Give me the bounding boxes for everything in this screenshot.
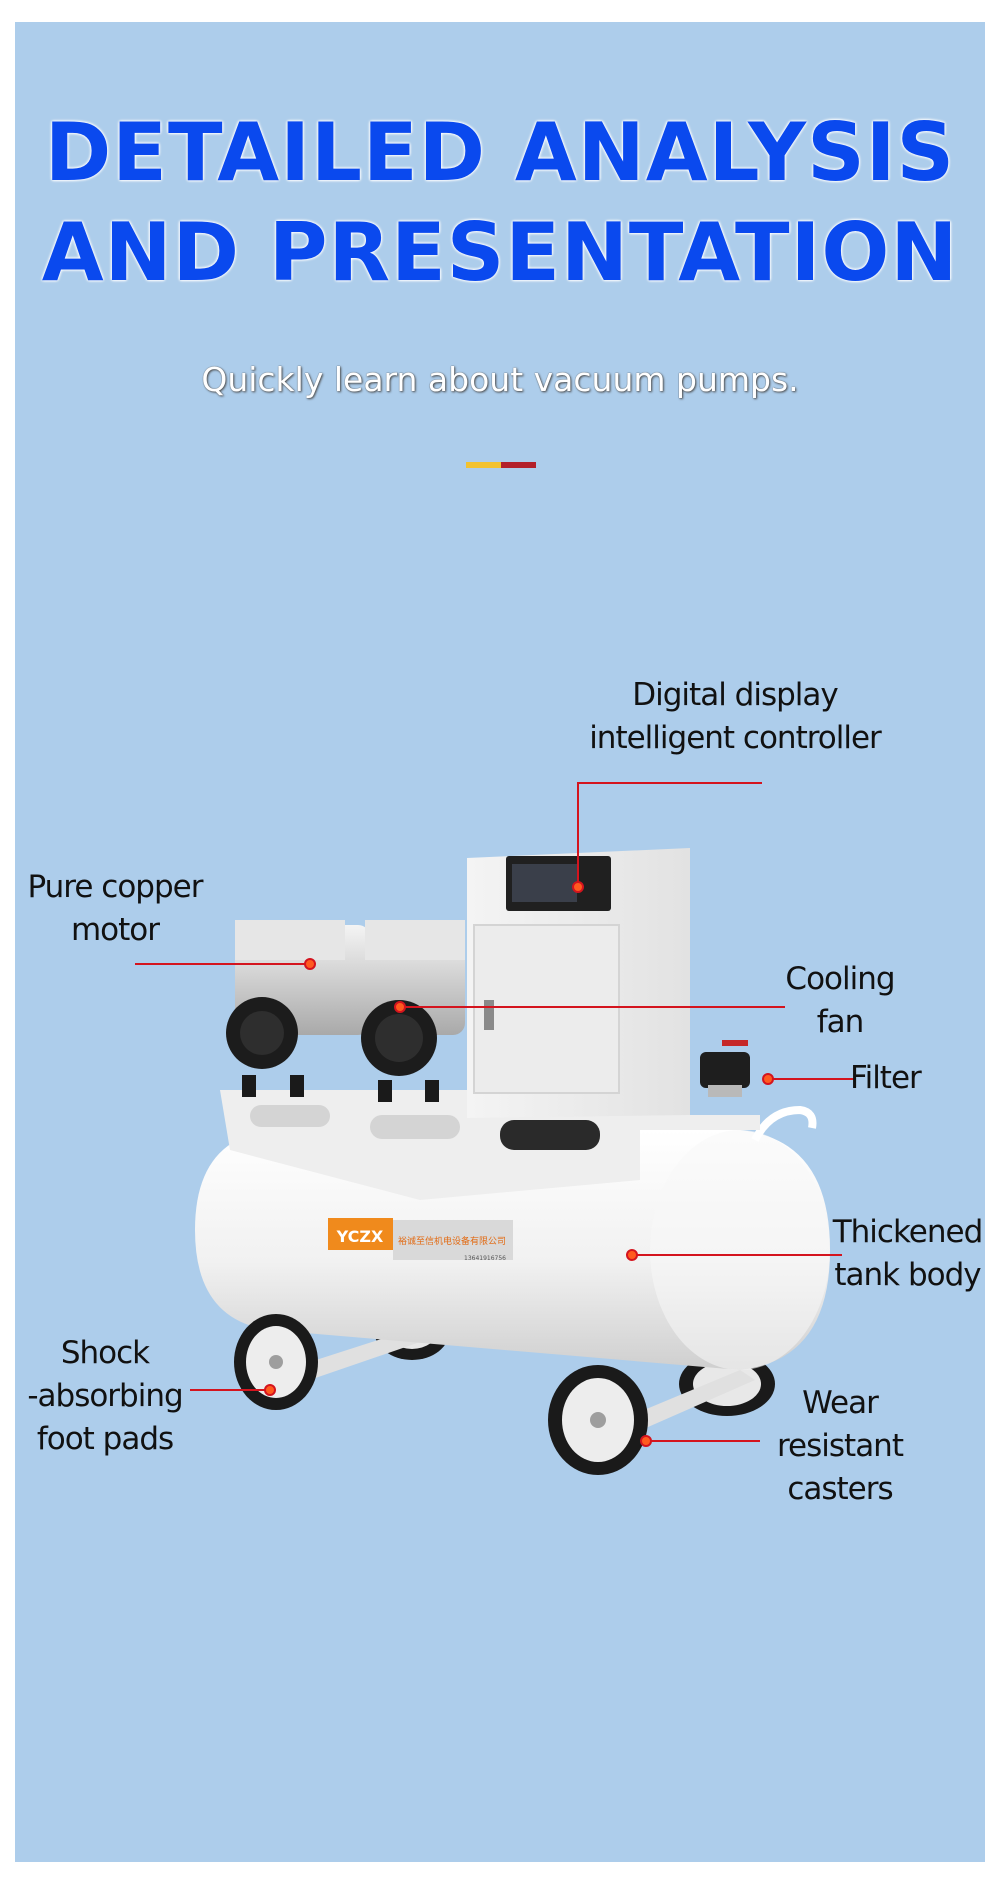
page-subtitle: Quickly learn about vacuum pumps. <box>201 360 799 399</box>
motor-right <box>361 920 465 1102</box>
callout-dot-motor <box>304 958 316 970</box>
callout-fan-line-2: fan <box>816 1004 865 1040</box>
callout-filter: Filter <box>850 1057 960 1100</box>
callout-dots <box>264 881 774 1447</box>
callout-casters-line-3: casters <box>787 1471 893 1507</box>
callout-motor: Pure copper motor <box>15 866 215 952</box>
callout-filter-line-1: Filter <box>850 1060 922 1096</box>
filter-unit <box>700 1040 750 1097</box>
callout-dot-casters <box>640 1435 652 1447</box>
callout-dot-tank <box>626 1249 638 1261</box>
callout-lines <box>135 782 855 1442</box>
callout-controller-line-2: intelligent controller <box>589 720 882 756</box>
callout-pads-line-1: Shock <box>60 1335 150 1371</box>
callout-controller-line-1: Digital display <box>632 677 838 713</box>
callout-controller: Digital display intelligent controller <box>560 674 910 760</box>
callout-dot-fan <box>394 1001 406 1013</box>
callout-fan: Cooling fan <box>765 958 915 1044</box>
callout-dot-controller <box>572 881 584 893</box>
front-wheel-left <box>234 1314 318 1410</box>
page-title-line-2: AND PRESENTATION <box>41 206 959 299</box>
callout-casters: Wear resistant casters <box>765 1382 915 1511</box>
callout-dot-filter <box>762 1073 774 1085</box>
callout-tank: Thickened tank body <box>825 1211 990 1297</box>
brand-plate: YCZX 裕诚至信机电设备有限公司 13641916756 <box>328 1218 513 1262</box>
callout-dot-pads <box>264 1384 276 1396</box>
callout-tank-line-2: tank body <box>834 1257 981 1293</box>
front-wheel-right <box>548 1365 648 1475</box>
page-title-line-1: DETAILED ANALYSIS <box>44 106 956 199</box>
callout-casters-line-1: Wear <box>802 1385 879 1421</box>
accent-bar-red <box>501 462 536 468</box>
svg-text:裕诚至信机电设备有限公司: 裕诚至信机电设备有限公司 <box>398 1235 506 1247</box>
callout-tank-line-1: Thickened <box>832 1214 984 1250</box>
callout-motor-line-2: motor <box>70 912 160 948</box>
callout-fan-line-1: Cooling <box>785 961 895 997</box>
callout-motor-line-1: Pure copper <box>27 869 204 905</box>
control-cabinet <box>467 848 690 1118</box>
accent-bar-yellow <box>466 462 501 468</box>
callout-casters-line-2: resistant <box>776 1428 904 1464</box>
svg-text:13641916756: 13641916756 <box>464 1255 506 1262</box>
svg-text:YCZX: YCZX <box>336 1227 384 1246</box>
motor-left <box>226 920 370 1097</box>
callout-pads: Shock -absorbing foot pads <box>15 1332 195 1461</box>
callout-pads-line-3: foot pads <box>36 1421 174 1457</box>
callout-pads-line-2: -absorbing <box>27 1378 183 1414</box>
